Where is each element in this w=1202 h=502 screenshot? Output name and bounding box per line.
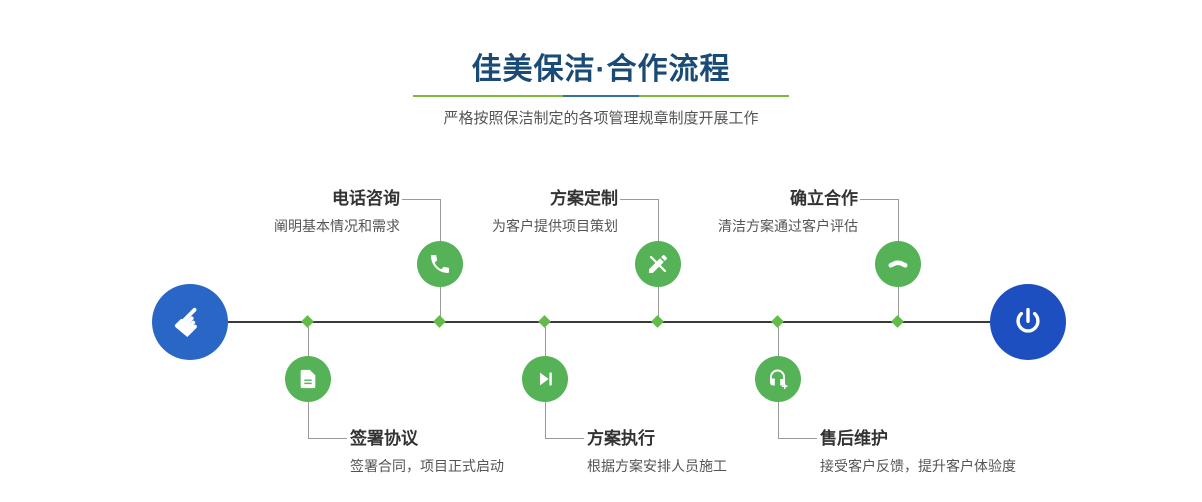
connector-line	[440, 287, 441, 317]
connector-line	[308, 327, 309, 356]
step-desc: 接受客户反馈，提升客户体验度	[820, 458, 1016, 474]
title-divider	[413, 95, 790, 97]
step-circle-design	[635, 241, 681, 287]
timeline-node-diamond	[433, 315, 446, 328]
connector-line	[545, 327, 546, 356]
divider-segment	[563, 95, 639, 97]
timeline-node-diamond	[891, 315, 904, 328]
step-title: 签署协议	[350, 429, 418, 448]
step-label-design: 方案定制 为客户提供项目策划	[408, 189, 618, 235]
step-desc: 阐明基本情况和需求	[274, 218, 400, 234]
step-title: 电话咨询	[332, 189, 400, 208]
divider-segment	[413, 95, 564, 97]
timeline-node-diamond	[301, 315, 314, 328]
step-circle-support	[755, 356, 801, 402]
timeline-node-diamond	[771, 315, 784, 328]
divider-segment	[638, 95, 790, 97]
timeline-node-diamond	[651, 315, 664, 328]
handshake-icon	[888, 260, 908, 268]
label-connector	[545, 402, 584, 439]
step-label-phone: 电话咨询 阐明基本情况和需求	[190, 189, 400, 235]
page-subtitle: 严格按照保洁制定的各项管理规章制度开展工作	[443, 110, 759, 127]
step-label-cooperation: 确立合作 清洁方案通过客户评估	[648, 189, 858, 235]
step-desc: 根据方案安排人员施工	[587, 458, 727, 474]
step-title: 确立合作	[790, 189, 858, 208]
design-tools-icon	[649, 254, 668, 273]
step-circle-execute	[522, 356, 568, 402]
label-connector	[778, 402, 817, 439]
phone-icon	[431, 255, 449, 273]
step-circle-handshake	[875, 241, 921, 287]
step-title: 方案定制	[550, 189, 618, 208]
timeline-line	[190, 321, 1028, 323]
label-connector	[620, 199, 659, 242]
play-icon	[539, 372, 552, 386]
label-connector	[402, 199, 441, 242]
step-circle-phone	[417, 241, 463, 287]
step-title: 方案执行	[587, 429, 655, 448]
timeline-end-node	[990, 284, 1066, 360]
label-connector	[860, 199, 899, 242]
label-connector	[308, 402, 347, 439]
timeline-start-node: ☛	[152, 284, 228, 360]
step-label-support: 售后维护 接受客户反馈，提升客户体验度	[820, 429, 1060, 475]
connector-line	[658, 287, 659, 317]
connector-line	[778, 327, 779, 356]
page-title: 佳美保洁·合作流程	[471, 53, 731, 86]
pointing-hand-icon: ☛	[162, 294, 218, 350]
step-desc: 清洁方案通过客户评估	[718, 218, 858, 234]
connector-line	[898, 287, 899, 317]
step-label-contract: 签署协议 签署合同，项目正式启动	[350, 429, 590, 475]
step-desc: 为客户提供项目策划	[492, 218, 618, 234]
timeline-node-diamond	[538, 315, 551, 328]
step-title: 售后维护	[820, 429, 888, 448]
power-icon	[1016, 307, 1040, 333]
step-desc: 签署合同，项目正式启动	[350, 458, 504, 474]
contract-icon	[300, 369, 316, 389]
headset-icon	[770, 369, 788, 390]
step-label-execute: 方案执行 根据方案安排人员施工	[587, 429, 827, 475]
step-circle-contract	[285, 356, 331, 402]
